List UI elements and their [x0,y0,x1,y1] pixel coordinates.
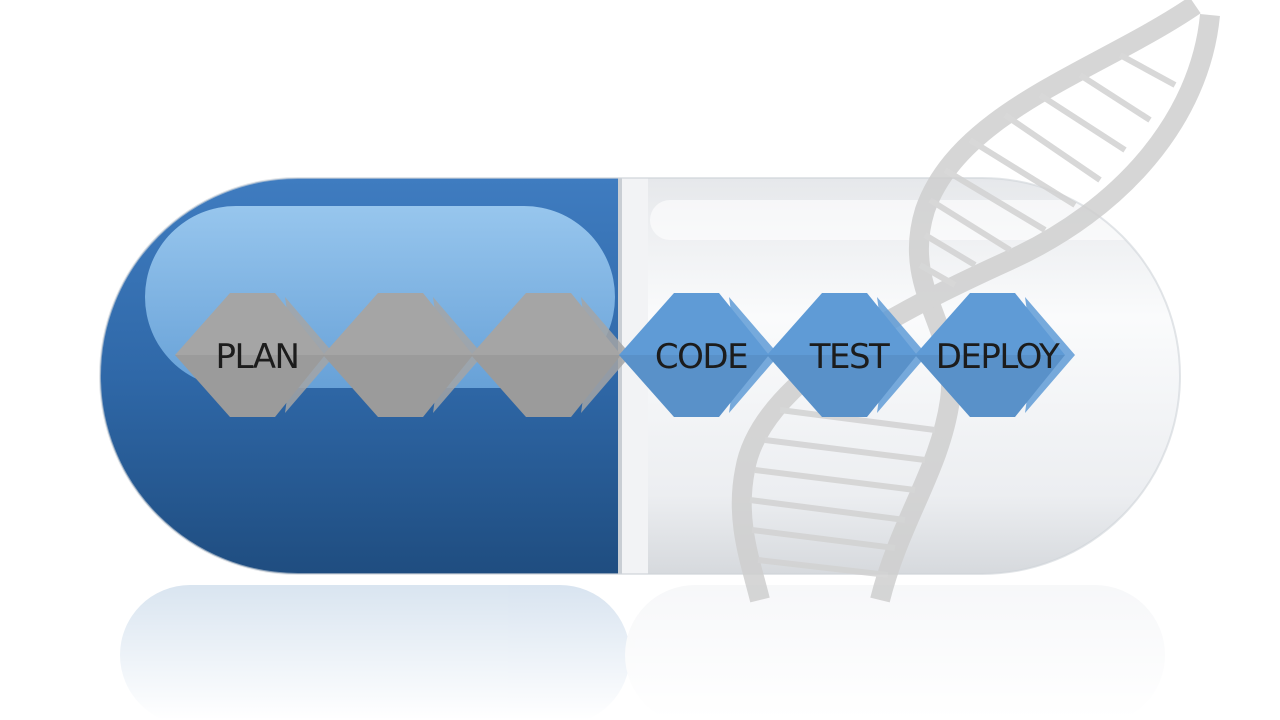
step-shape [619,293,769,417]
step-label: PLAN [216,337,299,377]
step-shape [915,293,1065,417]
step-2 [471,293,631,417]
step-3: CODE [619,293,779,417]
step-shape [767,293,917,417]
step-shape [175,293,325,417]
step-label: DEPLOY [936,337,1060,377]
step-5: DEPLOY [915,293,1075,417]
step-label: TEST [809,337,890,377]
process-steps: PLAN CODE TEST DEPLOY [175,293,1075,417]
step-1 [323,293,483,417]
step-0: PLAN [175,293,335,417]
dna-helix-icon [731,0,1220,603]
step-label: CODE [655,337,747,377]
step-shape [471,293,621,417]
capsule-pill-icon [100,178,1180,574]
step-4: TEST [767,293,927,417]
step-shape [323,293,473,417]
